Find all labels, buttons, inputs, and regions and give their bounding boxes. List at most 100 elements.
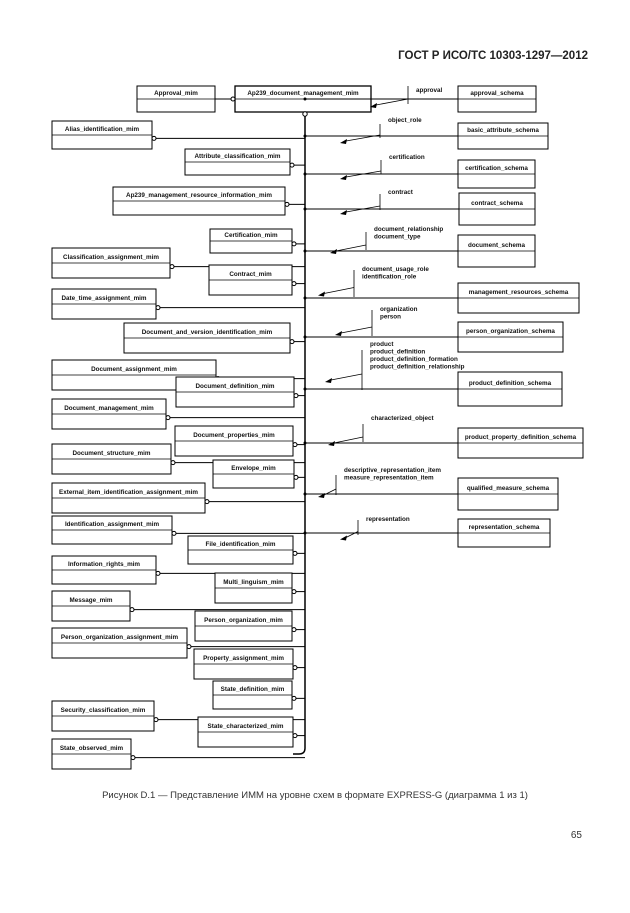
- left-schema-6: Date_time_assignment_mim: [51, 288, 305, 320]
- right-schema-3-junction: [303, 207, 307, 211]
- left-schema-11: Document_properties_mim: [174, 425, 305, 457]
- relation-0-label-0: approval: [416, 87, 442, 94]
- left-schema-24-connector: [153, 717, 159, 723]
- left-schema-20: Person_organization_mim: [194, 610, 305, 642]
- right-schema-2-junction: [303, 172, 307, 176]
- right-schema-1: basic_attribute_schema: [303, 122, 549, 150]
- relation-1-pointer: [345, 134, 381, 142]
- relation-8-pointer: [333, 436, 364, 444]
- left-schema-18-label: Multi_linguism_mim: [223, 579, 284, 586]
- page-number: 65: [570, 830, 582, 841]
- relation-3-arrowhead: [340, 210, 347, 215]
- left-schema-2-connector: [284, 201, 290, 207]
- left-schema-16: File_identification_mim: [187, 535, 305, 565]
- page-header: ГОСТ Р ИСО/ТС 10303-1297—2012: [398, 50, 588, 62]
- relation-10-pointer: [345, 531, 359, 538]
- right-schema-4: document_schema: [303, 234, 536, 268]
- relation-9-label-0: descriptive_representation_item: [344, 467, 441, 474]
- left-schema-12-connector: [170, 460, 176, 466]
- relation-6-label-0: organization: [380, 306, 418, 313]
- relation-3: contract: [340, 189, 414, 215]
- left-schema-19-label: Message_mim: [69, 597, 112, 604]
- left-schema-26-label: State_observed_mim: [60, 745, 124, 752]
- left-schema-19: Message_mim: [51, 590, 305, 622]
- relation-4-arrowhead: [330, 249, 337, 254]
- left-schema-21: Person_organization_assignment_mim: [51, 627, 305, 659]
- left-schema-1-label: Attribute_classification_mim: [194, 153, 280, 160]
- right-schema-5-label: management_resources_schema: [469, 289, 569, 296]
- right-schema-8: product_property_definition_schema: [303, 427, 584, 459]
- right-schema-8-junction: [303, 441, 307, 445]
- left-schema-9-connector: [293, 393, 299, 399]
- left-schema-17-label: Information_rights_mim: [68, 561, 140, 568]
- right-schema-6: person_organization_schema: [303, 321, 564, 353]
- left-schema-9-label: Document_definition_mim: [195, 383, 274, 390]
- right-schema-7: product_definition_schema: [303, 371, 563, 407]
- left-schema-7: Document_and_version_identification_mim: [123, 322, 305, 354]
- left-schema-12: Document_structure_mim: [51, 443, 305, 475]
- right-schema-9-junction: [303, 492, 307, 496]
- approval-mim: Approval_mim: [136, 85, 236, 113]
- right-schema-1-label: basic_attribute_schema: [467, 127, 539, 134]
- left-schema-5-label: Contract_mim: [229, 271, 272, 278]
- left-schema-14: External_item_identification_assignment_…: [51, 482, 305, 514]
- left-schema-1-connector: [289, 162, 295, 168]
- approval-mim-connector: [230, 96, 236, 102]
- left-schema-3-connector: [291, 241, 297, 247]
- relation-8-label-0: characterized_object: [371, 415, 435, 422]
- right-schema-6-junction: [303, 335, 307, 339]
- right-schema-2: certification_schema: [303, 159, 536, 189]
- left-schema-26: State_observed_mim: [51, 738, 305, 770]
- left-schema-25-connector: [292, 733, 298, 739]
- right-schema-0-junction: [303, 97, 307, 101]
- left-schema-0-connector: [151, 135, 157, 141]
- right-schema-4-label: document_schema: [468, 242, 526, 249]
- right-schema-4-junction: [303, 249, 307, 253]
- left-schema-19-connector: [129, 607, 135, 613]
- right-schema-2-label: certification_schema: [465, 165, 528, 172]
- relation-8: characterized_object: [328, 415, 435, 446]
- right-schema-6-label: person_organization_schema: [466, 328, 555, 335]
- left-schema-23: State_definition_mim: [212, 680, 305, 710]
- left-schema-21-label: Person_organization_assignment_mim: [61, 634, 179, 641]
- relation-5-label-1: identification_role: [362, 274, 417, 281]
- relation-1-arrowhead: [340, 139, 347, 144]
- left-schema-11-label: Document_properties_mim: [193, 432, 275, 439]
- main-schema: Ap239_document_management_mim: [234, 85, 372, 117]
- relation-4-label-0: document_relationship: [374, 226, 443, 233]
- left-schema-8-label: Document_assignment_mim: [91, 366, 177, 373]
- left-schema-9: Document_definition_mim: [175, 376, 305, 408]
- right-schema-8-label: product_property_definition_schema: [465, 434, 577, 441]
- left-schema-6-connector: [155, 305, 161, 311]
- main-schema-label: Ap239_document_management_mim: [247, 90, 359, 97]
- right-schema-7-label: product_definition_schema: [469, 380, 552, 387]
- left-schema-24: Security_classification_mim: [51, 700, 305, 732]
- left-schema-11-connector: [292, 442, 298, 448]
- relation-7: productproduct_definitionproduct_definit…: [325, 341, 465, 390]
- relation-7-arrowhead: [325, 378, 332, 383]
- relation-9: descriptive_representation_itemmeasure_r…: [318, 467, 441, 498]
- left-schema-4-connector: [169, 264, 175, 270]
- left-schema-21-connector: [186, 644, 192, 650]
- left-schema-0-label: Alias_identification_mim: [65, 126, 140, 133]
- left-schema-4-label: Classification_assignment_mim: [63, 254, 159, 261]
- left-schema-16-label: File_identification_mim: [206, 541, 276, 548]
- right-schema-10-label: representation_schema: [469, 524, 540, 531]
- left-schema-16-connector: [292, 550, 298, 556]
- left-schema-2: Ap239_management_resource_information_mi…: [112, 186, 305, 216]
- left-schema-7-label: Document_and_version_identification_mim: [142, 329, 273, 336]
- right-schema-3-label: contract_schema: [471, 200, 523, 207]
- left-schema-2-label: Ap239_management_resource_information_mi…: [126, 192, 272, 199]
- right-schema-0-label: approval_schema: [470, 90, 524, 97]
- relation-2: certification: [340, 154, 425, 180]
- approval-mim-label: Approval_mim: [154, 90, 198, 97]
- right-schema-10: representation_schema: [303, 518, 551, 548]
- relation-10-label-0: representation: [366, 516, 410, 523]
- left-schema-10-connector: [165, 415, 171, 421]
- left-schema-18: Multi_linguism_mim: [214, 572, 305, 604]
- right-schema-10-junction: [303, 531, 307, 535]
- relation-9-arrowhead: [318, 493, 325, 498]
- right-schema-9-label: qualified_measure_schema: [467, 485, 550, 492]
